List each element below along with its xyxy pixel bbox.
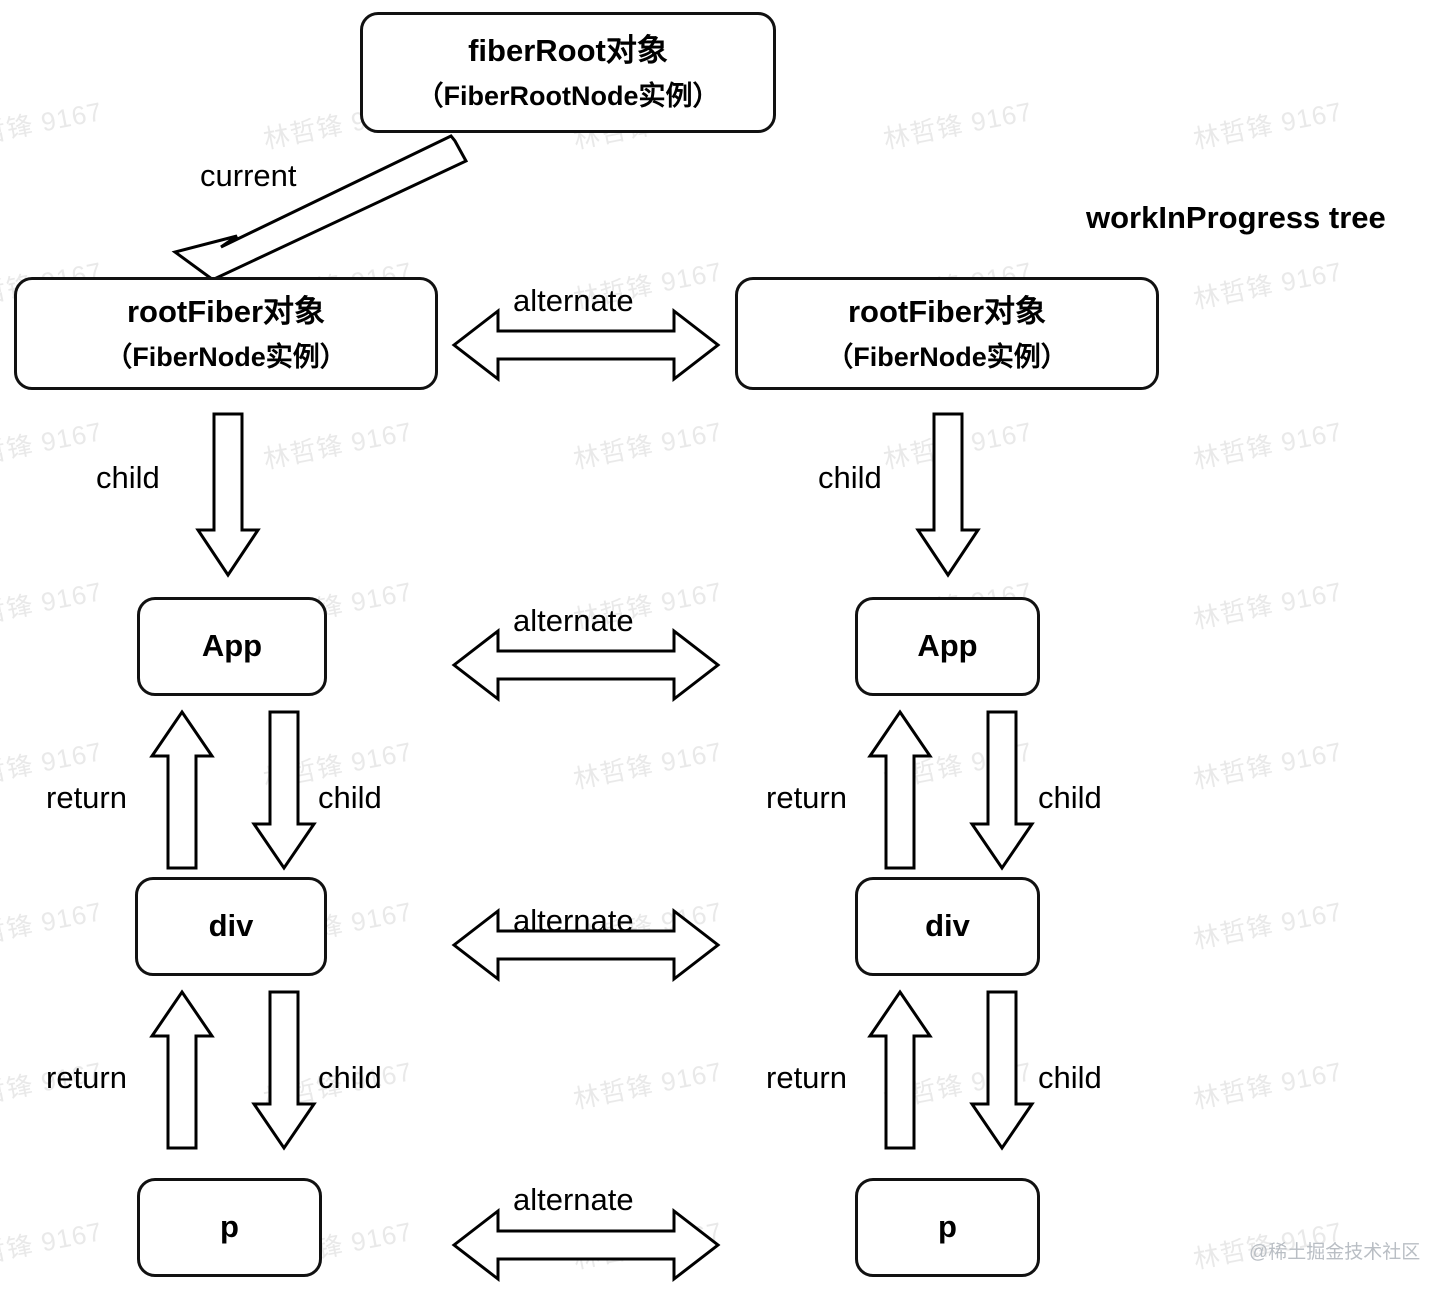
node-app-right: App bbox=[855, 597, 1040, 696]
arrow-child-root-right bbox=[915, 412, 981, 578]
arrow-child-app-right bbox=[969, 710, 1035, 871]
edge-label-child-root-left: child bbox=[96, 460, 160, 495]
node-app-right-title: App bbox=[917, 628, 978, 664]
node-fiber-root: fiberRoot对象 （FiberRootNode实例） bbox=[360, 12, 776, 133]
node-div-right-title: div bbox=[925, 908, 970, 944]
node-div-left-title: div bbox=[208, 908, 254, 944]
edge-label-child-div-right: child bbox=[1038, 1060, 1102, 1095]
arrow-return-app-right bbox=[867, 709, 933, 870]
arrow-alternate-p bbox=[451, 1207, 721, 1283]
node-app-left: App bbox=[137, 597, 327, 696]
edge-label-child-app-right: child bbox=[1038, 780, 1102, 815]
node-app-left-title: App bbox=[201, 628, 263, 664]
edge-label-alternate-p: alternate bbox=[513, 1182, 634, 1217]
node-root-fiber-right-subtitle: （FiberNode实例） bbox=[826, 341, 1068, 372]
arrow-current bbox=[171, 134, 469, 295]
edge-label-return-app-right: return bbox=[766, 780, 847, 815]
node-root-fiber-left: rootFiber对象 （FiberNode实例） bbox=[14, 277, 438, 390]
edge-label-alternate-div: alternate bbox=[513, 903, 634, 938]
node-root-fiber-right-title: rootFiber对象 bbox=[847, 293, 1047, 329]
arrow-child-app-left bbox=[251, 710, 317, 871]
edge-label-return-div-right: return bbox=[766, 1060, 847, 1095]
node-root-fiber-right: rootFiber对象 （FiberNode实例） bbox=[735, 277, 1159, 390]
edge-label-return-div-left: return bbox=[46, 1060, 127, 1095]
arrow-child-div-left bbox=[251, 990, 317, 1151]
arrow-alternate-div bbox=[451, 907, 721, 983]
node-p-right-title: p bbox=[938, 1209, 957, 1245]
arrow-return-div-left bbox=[149, 989, 215, 1150]
node-fiber-root-title: fiberRoot对象 bbox=[468, 32, 668, 68]
node-p-left: p bbox=[137, 1178, 322, 1277]
edge-label-child-app-left: child bbox=[318, 780, 382, 815]
node-div-right: div bbox=[855, 877, 1040, 976]
arrow-child-root-left bbox=[195, 412, 261, 578]
credit-label: @稀土掘金技术社区 bbox=[1249, 1242, 1421, 1263]
edge-label-child-div-left: child bbox=[318, 1060, 382, 1095]
arrow-return-app-left bbox=[149, 709, 215, 870]
edge-label-return-app-left: return bbox=[46, 780, 127, 815]
arrow-return-div-right bbox=[867, 989, 933, 1150]
node-p-right: p bbox=[855, 1178, 1040, 1277]
node-fiber-root-subtitle: （FiberRootNode实例） bbox=[416, 80, 720, 111]
arrow-alternate-root bbox=[451, 307, 721, 383]
edge-label-child-root-right: child bbox=[818, 460, 882, 495]
node-root-fiber-left-subtitle: （FiberNode实例） bbox=[105, 341, 347, 372]
arrow-child-div-right bbox=[969, 990, 1035, 1151]
edge-label-alternate-root: alternate bbox=[513, 283, 634, 318]
edge-label-current: current bbox=[200, 158, 297, 193]
label-workinprogress-tree: workInProgress tree bbox=[1086, 200, 1386, 235]
node-p-left-title: p bbox=[220, 1209, 239, 1245]
edge-label-alternate-app: alternate bbox=[513, 603, 634, 638]
node-root-fiber-left-title: rootFiber对象 bbox=[126, 293, 326, 329]
arrow-alternate-app bbox=[451, 627, 721, 703]
node-div-left: div bbox=[135, 877, 327, 976]
